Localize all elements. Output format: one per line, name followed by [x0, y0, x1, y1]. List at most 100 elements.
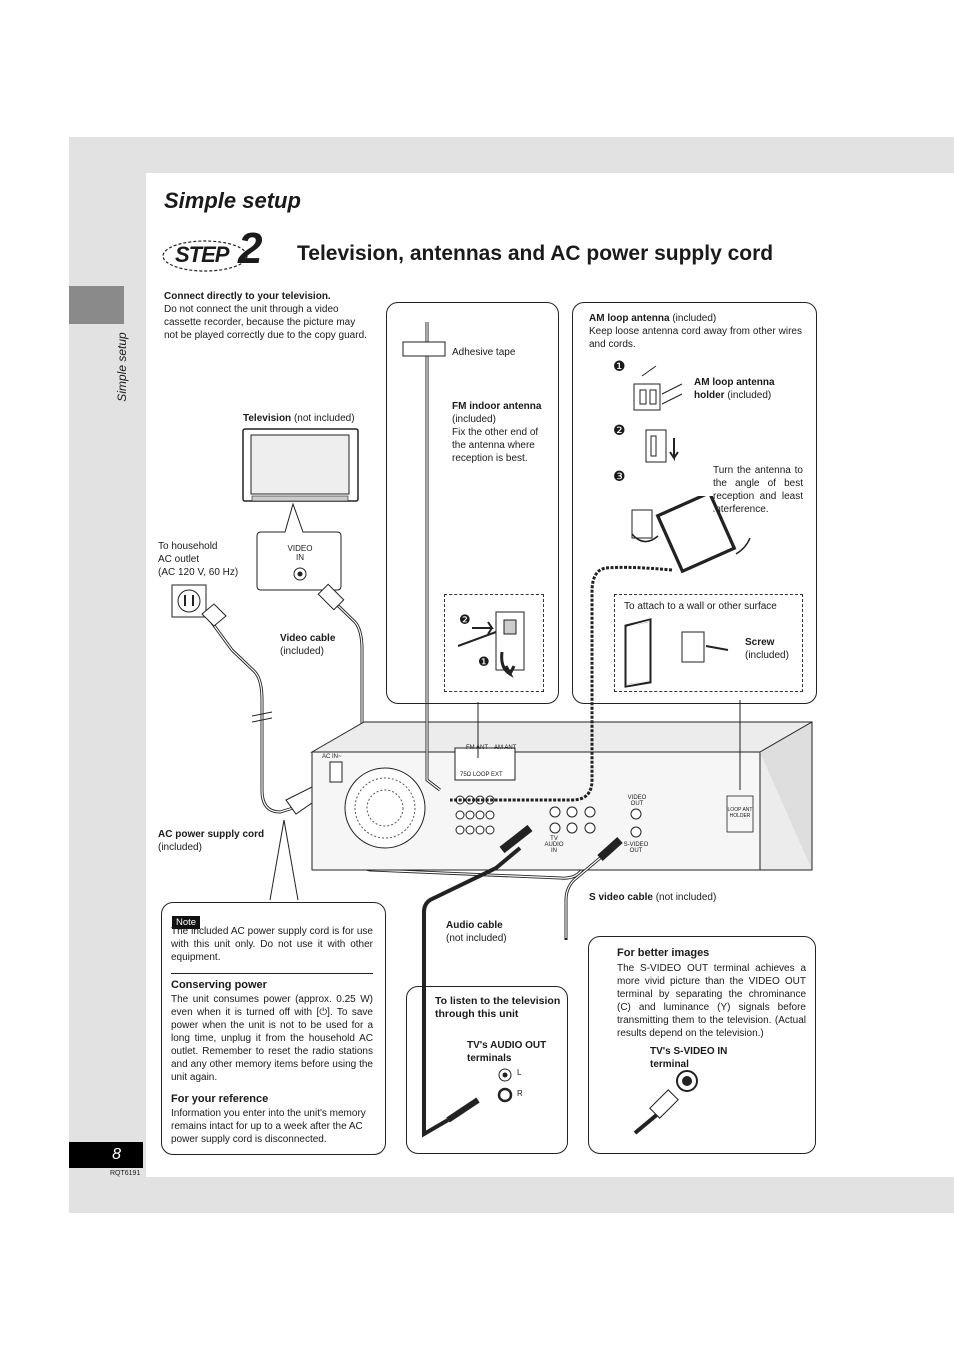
note-badge: Note [172, 912, 201, 930]
video-in-label: VIDEO IN [275, 544, 325, 562]
svideo-out-label: S-VIDEO OUT [623, 842, 649, 854]
am-step-1: ❶ [613, 358, 626, 374]
page-number: 8 [69, 1142, 143, 1168]
step-number: 2 [238, 224, 263, 273]
screw-text: Screw (included) [745, 636, 789, 662]
video-cable-label: Video cable [280, 633, 336, 644]
fm-ant-label: FM ANT [466, 745, 488, 751]
note-callout-pointer [269, 819, 299, 901]
step-badge-oval [162, 240, 248, 272]
am-turn-text: Turn the antenna to the angle of best re… [713, 465, 803, 515]
tv-audio-out-label: TV's AUDIO OUT terminals [467, 1040, 547, 1064]
conserving-text: The unit consumes power (approx. 0.25 W)… [171, 994, 373, 1083]
adhesive-tape-label: Adhesive tape [452, 347, 516, 358]
svideo-cable-caption: S video cable (not included) [589, 891, 716, 904]
tv-svideo-jack-icon [633, 1070, 698, 1135]
fm-antenna-note: (included) [452, 414, 496, 425]
conserving-title: Conserving power [171, 979, 267, 991]
am-antenna-cord [450, 565, 673, 802]
jack-r-label: R [517, 1089, 523, 1098]
am-holder-assembly-icon [633, 365, 683, 411]
am-loop-antenna-icon [631, 496, 751, 574]
ac-cord-cable [208, 619, 301, 814]
loop-ext-label: 75Ω LOOP EXT [460, 772, 503, 778]
am-holder-text: AM loop antenna holder (included) [694, 376, 804, 402]
tv-audio-in-label: TV AUDIO IN [544, 836, 564, 854]
outlet-line3: (AC 120 V, 60 Hz) [158, 567, 239, 578]
am-holder-label: AM loop antenna holder [694, 377, 775, 401]
reference-title: For your reference [171, 1093, 269, 1105]
audio-cable-line [422, 846, 522, 1138]
step-word: STEP [175, 242, 229, 267]
am-wall-label: To attach to a wall or other surface [624, 601, 777, 612]
document-code: RQT6191 [110, 1170, 141, 1177]
note-badge-label: Note [172, 916, 201, 929]
video-in-line1: VIDEO [287, 544, 313, 553]
outlet-line1: To household [158, 541, 218, 552]
fm-step-two: ❷ [459, 612, 471, 627]
unit-rear-panel [310, 721, 813, 871]
connect-body: Do not connect the unit through a video … [164, 304, 367, 341]
tv-label: Television [243, 413, 292, 424]
note-divider [171, 973, 373, 974]
am-holder-note: (included) [727, 390, 772, 401]
jack-l-label: L [517, 1068, 522, 1077]
tv-note: (not included) [293, 413, 355, 424]
fm-step-one: ❶ [478, 654, 490, 669]
connect-heading: Connect directly to your television. [164, 291, 331, 302]
fm-connect-detail [444, 594, 544, 692]
screw-note: (included) [745, 650, 789, 661]
audio-plug-icon [499, 824, 533, 854]
section-tab [69, 286, 124, 324]
video-in-line2: IN [296, 553, 304, 562]
video-cable-note: (included) [280, 646, 324, 657]
fm-antenna-label: FM indoor antenna [452, 401, 542, 412]
video-plug-icon [317, 583, 345, 611]
am-holder-click-icon [645, 429, 679, 463]
ac-cord-note: (included) [158, 842, 202, 853]
step-title: Television, antennas and AC power supply… [297, 242, 774, 265]
ac-in-label: AC IN~ [322, 754, 342, 760]
tv-caption: Television (not included) [243, 412, 355, 425]
am-step-2: ❷ [613, 422, 626, 438]
better-images-text: The S-VIDEO OUT terminal achieves a more… [617, 963, 806, 1039]
svideo-cable-label: S video cable [589, 892, 653, 903]
fm-terminal-diagram-icon [457, 611, 525, 678]
tv-svideo-in-label: TV's S-VIDEO IN terminal [650, 1046, 728, 1070]
connect-note: Connect directly to your television. Do … [164, 290, 369, 342]
am-ant-label: AM ANT [494, 745, 517, 751]
am-antenna-body: Keep loose antenna cord away from other … [589, 326, 802, 350]
television-icon [242, 428, 359, 502]
audio-cable-caption: Audio cable (not included) [446, 919, 507, 945]
am-antenna-panel [572, 302, 817, 704]
am-antenna-note: (included) [672, 313, 717, 324]
audio-cable-note: (not included) [446, 933, 507, 944]
listen-panel: To listen to the television through this… [406, 986, 568, 1154]
better-images-title: For better images [617, 947, 710, 959]
tv-audio-jacks-icon [497, 1068, 513, 1103]
adhesive-tape-icon [402, 341, 446, 357]
fm-antenna-panel [386, 302, 559, 704]
ac-cord-label: AC power supply cord [158, 829, 265, 840]
am-wall-detail [614, 594, 803, 692]
svideo-cable-note: (not included) [655, 892, 717, 903]
svideo-plug-icon [597, 837, 623, 861]
note-panel: Note The included AC power supply cord i… [161, 902, 386, 1155]
section-title: Simple setup [164, 188, 301, 213]
audio-cable-label: Audio cable [446, 920, 503, 931]
video-out-label: VIDEO OUT [627, 795, 647, 807]
note-text: The included AC power supply cord is for… [171, 926, 373, 963]
video-cable-caption: Video cable (included) [280, 632, 335, 658]
loop-holder-label: LOOP ANT HOLDER [727, 807, 753, 819]
outlet-caption: To household AC outlet (AC 120 V, 60 Hz) [158, 540, 238, 579]
listen-title: To listen to the television through this… [435, 995, 561, 1020]
footer-band [69, 1177, 954, 1213]
ac-cord-caption: AC power supply cord (included) [158, 828, 264, 854]
am-antenna-label: AM loop antenna [589, 313, 670, 324]
reference-text: Information you enter into the unit's me… [171, 1108, 366, 1145]
wall-outlet-icon [171, 584, 207, 618]
mains-plug-icon [201, 603, 227, 627]
header-band [69, 137, 954, 173]
fm-antenna-body: Fix the other end of the antenna where r… [452, 427, 539, 464]
